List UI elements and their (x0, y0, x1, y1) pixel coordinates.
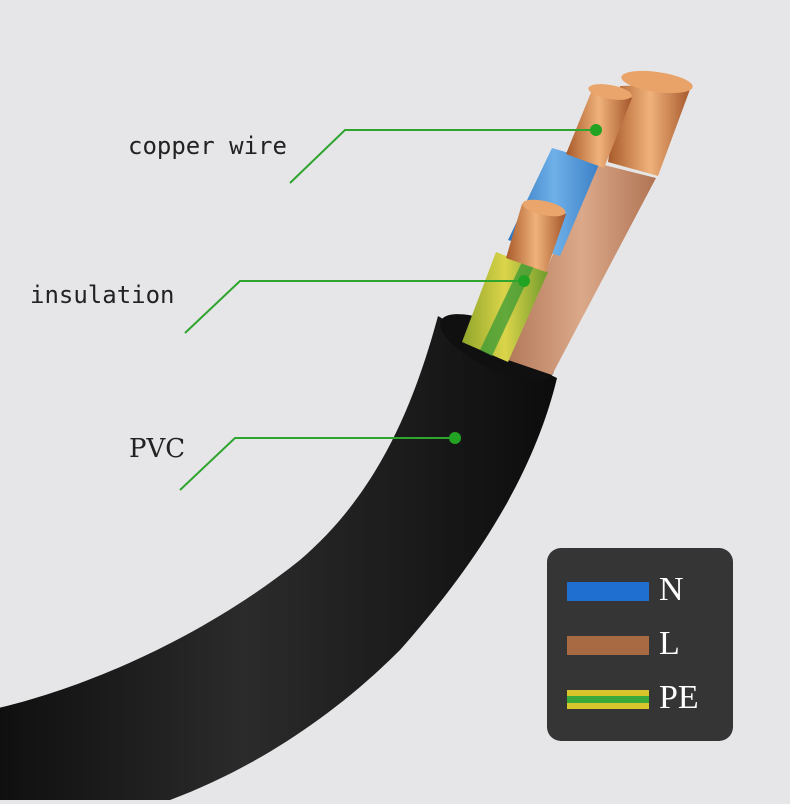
legend-row-pe: PE (567, 678, 727, 718)
brown-swatch (567, 636, 649, 655)
insulation-callout-dot (518, 275, 530, 287)
copper-wire-label: copper wire (128, 132, 287, 160)
blue-swatch (567, 582, 649, 601)
legend-row-n: N (567, 570, 727, 610)
brown-copper-strands (608, 84, 692, 176)
insulation-callout-line (184, 280, 524, 334)
wire-color-legend: N L PE (547, 548, 733, 741)
legend-label-l: L (659, 625, 680, 662)
legend-row-l: L (567, 624, 727, 664)
pvc-callout-line (179, 437, 455, 491)
pvc-jacket (0, 316, 557, 800)
legend-label-pe: PE (659, 679, 699, 716)
insulation-label: insulation (30, 281, 175, 309)
pvc-label: PVC (129, 434, 186, 464)
yellow-copper-strands (506, 204, 566, 272)
brown-wire (508, 70, 693, 375)
yellow-green-swatch (567, 690, 649, 709)
legend-label-n: N (659, 571, 684, 608)
copper-wire-callout-dot (590, 124, 602, 136)
pvc-callout-dot (449, 432, 461, 444)
copper-wire-callout-line (289, 129, 596, 184)
